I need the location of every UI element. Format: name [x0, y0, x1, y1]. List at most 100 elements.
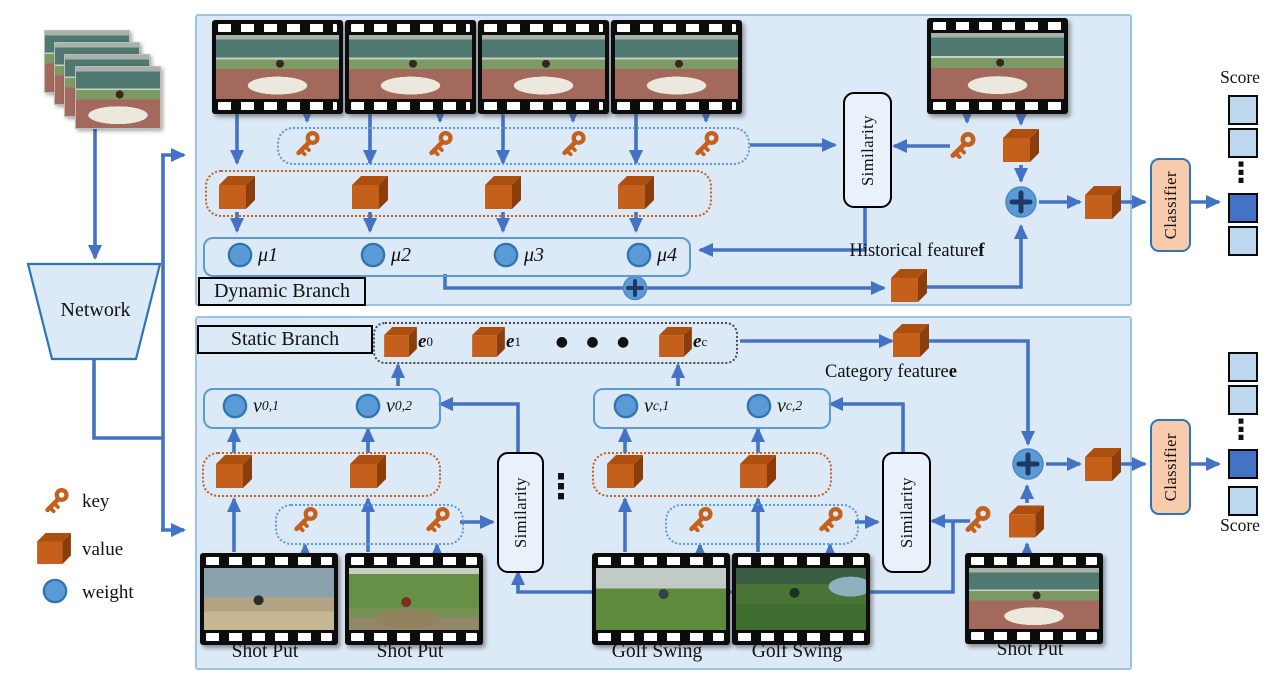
- film-holes: [738, 633, 864, 641]
- film-holes: [738, 557, 864, 565]
- film-scene: [596, 568, 726, 630]
- static-branch-title: Static Branch: [197, 325, 373, 354]
- film-holes: [971, 557, 1097, 565]
- film-scene: [931, 33, 1064, 99]
- similarity-box-static-a: Similarity: [497, 452, 544, 573]
- strip-label: Shot Put: [231, 641, 299, 662]
- similarity-box-static-b: Similarity: [882, 452, 931, 573]
- arrow-musum-to-historical: [443, 274, 886, 295]
- nu-base: ν: [253, 394, 262, 417]
- network-trapezoid: [26, 262, 162, 361]
- film-holes: [218, 24, 337, 32]
- film-holes: [206, 557, 332, 565]
- embedding-sub: c: [701, 334, 708, 349]
- film-strip-dynamic-4: [611, 20, 742, 114]
- legend-value-label: value: [82, 539, 124, 560]
- film-scene: [349, 35, 472, 99]
- film-holes: [218, 102, 337, 110]
- values-box-dynamic: [205, 170, 712, 217]
- network-label: Network: [60, 298, 131, 321]
- keys-box-static-a: [275, 504, 464, 545]
- film-holes: [351, 633, 477, 641]
- similarity-label: Similarity: [857, 114, 877, 186]
- historical-feature-label: Historical feature f: [823, 239, 1011, 263]
- film-strip-dynamic-2: [345, 20, 476, 114]
- category-feature-symbol: e: [948, 361, 957, 382]
- film-strip-exemplar-3: [592, 553, 730, 645]
- static-branch-title-text: Static Branch: [230, 328, 340, 350]
- fused-feature-cube-static: [1085, 448, 1121, 481]
- film-scene: [216, 35, 339, 99]
- film-holes: [933, 102, 1062, 110]
- sum-node-mu: [622, 275, 648, 301]
- film-strip-exemplar-1: [200, 553, 338, 645]
- values-box-static-a: [202, 452, 441, 497]
- mu-weight-label-3: μ3: [524, 243, 545, 266]
- film-scene: [349, 568, 479, 630]
- legend-weight-icon: [42, 578, 68, 604]
- historical-feature-text: Historical feature: [849, 240, 979, 261]
- embedding-base: e: [506, 331, 515, 352]
- dynamic-branch-title-text: Dynamic Branch: [213, 280, 351, 302]
- nu-base: ν: [644, 394, 653, 417]
- embedding-base: e: [693, 331, 702, 352]
- legend-key-label: key: [82, 491, 110, 512]
- arrow-similarity-to-weights: [698, 204, 867, 257]
- strip-label: Golf Swing: [751, 641, 843, 662]
- keys-box-static-b: [665, 504, 859, 545]
- score-cell-active: [1228, 193, 1258, 223]
- mu-weight-label-1: μ1: [258, 243, 279, 266]
- keys-box-dynamic: [277, 127, 750, 165]
- film-scene: [482, 35, 605, 99]
- film-strip-query-dynamic: [927, 18, 1068, 114]
- query-key-icon-static: [968, 508, 988, 531]
- film-holes: [484, 102, 603, 110]
- score-cell: [1228, 385, 1258, 415]
- line-network-out: [92, 359, 164, 440]
- film-scene: [736, 568, 866, 630]
- similarity-label: Similarity: [896, 477, 916, 548]
- film-holes: [598, 633, 724, 641]
- legend-key-icon: [48, 490, 67, 511]
- score-label-bottom: Score: [1220, 514, 1260, 535]
- score-cell: [1228, 226, 1258, 256]
- sum-node-static: [1012, 448, 1044, 480]
- film-scene: [969, 568, 1099, 629]
- embedding-base: e: [418, 331, 427, 352]
- legend-value-icon: [37, 533, 71, 564]
- query-value-cube-dynamic: [1003, 129, 1039, 162]
- film-scene: [204, 568, 334, 630]
- nu-base: ν: [777, 394, 786, 417]
- nu-base: ν: [386, 394, 395, 417]
- film-strip-exemplar-4: [732, 553, 870, 645]
- nu-sub: c,1: [652, 398, 670, 413]
- score-ellipsis-bottom: ⋮: [1227, 413, 1255, 446]
- film-strip-dynamic-3: [478, 20, 609, 114]
- similarity-box-dynamic: Similarity: [843, 92, 892, 208]
- strip-label: Golf Swing: [611, 641, 703, 662]
- film-holes: [617, 24, 736, 32]
- video-frame: [75, 66, 161, 129]
- classifier-box-static: Classifier: [1150, 419, 1191, 515]
- dynamic-branch-title: Dynamic Branch: [198, 277, 366, 306]
- film-holes: [206, 633, 332, 641]
- fused-feature-cube-dynamic: [1085, 186, 1121, 219]
- film-holes: [933, 22, 1062, 30]
- category-feature-label: Category feature e: [785, 360, 997, 384]
- mu-weight-label-4: μ4: [657, 243, 678, 266]
- legend-weight-label: weight: [82, 582, 134, 603]
- arrow-historical-to-sum: [927, 224, 1028, 289]
- film-scene: [615, 35, 738, 99]
- score-cell: [1228, 486, 1258, 516]
- group-ellipsis: ⋮: [544, 467, 578, 507]
- film-strip-exemplar-2: [345, 553, 483, 645]
- query-key-icon-dynamic: [953, 134, 973, 157]
- score-label-top: Score: [1220, 66, 1260, 87]
- query-strip-label: Shot Put: [996, 639, 1064, 660]
